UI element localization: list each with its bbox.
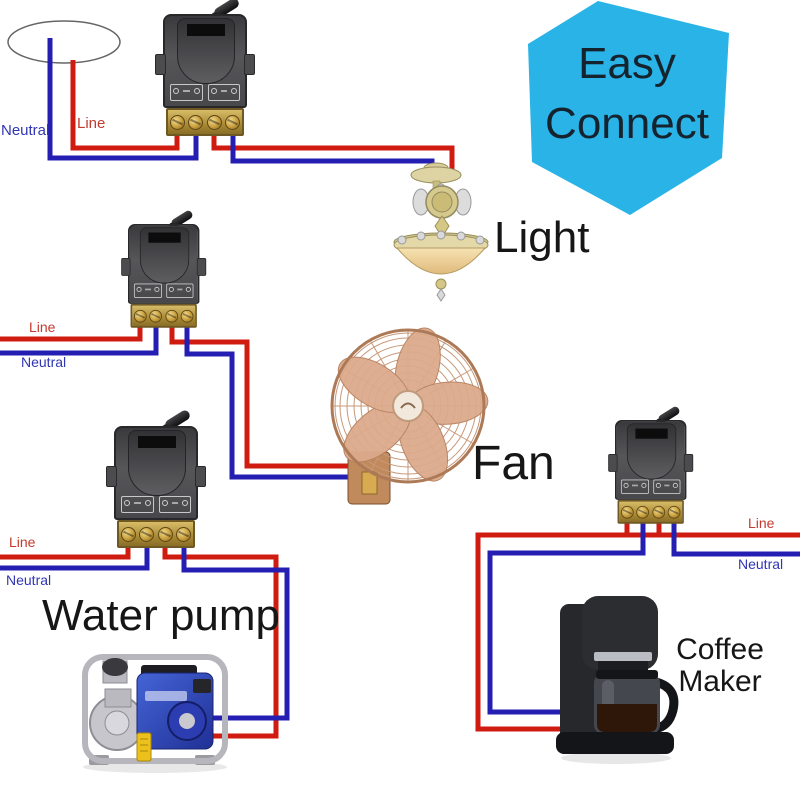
output-label-box — [207, 84, 240, 101]
chandelier-light — [393, 162, 489, 302]
mount-tab — [683, 454, 694, 472]
fan-line-label: Line — [29, 319, 56, 335]
terminal-label-strip — [121, 496, 191, 513]
relay-display — [187, 24, 225, 36]
terminal-screw — [652, 505, 665, 519]
wire-pump-line-out — [162, 534, 279, 739]
relay-body — [106, 426, 206, 520]
relay-display — [138, 436, 176, 448]
wire-coffee-line — [475, 532, 800, 732]
mount-tab — [106, 466, 117, 487]
source-line-label: Line — [77, 115, 106, 132]
fan-graphic — [330, 327, 489, 505]
input-label-box — [121, 496, 154, 513]
relay-module-light — [155, 0, 255, 150]
badge-text: Easy Connect — [518, 34, 736, 154]
source-neutral-label: Neutral — [1, 122, 50, 139]
terminal-label-strip — [170, 84, 240, 101]
wire-fan-neutral-in — [0, 316, 159, 356]
wall-fan — [330, 327, 489, 505]
coffee-neutral-label: Neutral — [738, 556, 784, 572]
input-label-box — [620, 479, 649, 494]
mount-tab — [244, 54, 255, 75]
water-pump-graphic — [82, 654, 228, 773]
terminal-screw — [176, 526, 192, 542]
chandelier-graphic — [393, 162, 489, 302]
terminal-block — [117, 520, 195, 548]
terminal-screw — [149, 309, 163, 323]
terminal-screw — [165, 309, 178, 323]
relay-module-coffee — [608, 405, 694, 536]
terminal-block — [166, 108, 244, 136]
terminal-label-strip — [133, 283, 194, 298]
wire-pump-neutral-out — [181, 534, 290, 721]
terminal-screw — [133, 309, 147, 323]
mount-tab — [155, 54, 166, 75]
easy-connect-badge: Easy Connect — [518, 0, 736, 220]
terminal-screw — [180, 309, 194, 323]
coffee-maker-label-line2: Maker — [678, 665, 762, 699]
coffee-maker-label-line1: Coffee — [676, 633, 764, 666]
coffee-line-label: Line — [748, 515, 775, 531]
relay-display — [635, 428, 668, 439]
terminal-screw — [120, 526, 136, 542]
terminal-screw — [620, 505, 634, 519]
terminal-screw — [225, 114, 241, 130]
water-pump — [82, 654, 228, 773]
terminal-screw — [169, 114, 185, 130]
mount-tab — [196, 258, 207, 276]
relay-display — [148, 232, 181, 243]
coffee-maker — [556, 596, 679, 764]
wire-fan-line-out — [169, 316, 356, 469]
ceiling-rose-ellipse — [7, 20, 121, 64]
mount-tab — [195, 466, 206, 487]
terminal-screw — [206, 114, 222, 130]
wire-coffee-neutral-in — [671, 512, 800, 557]
pump-line-label: Line — [9, 534, 36, 550]
coffee-maker-graphic — [556, 596, 679, 764]
terminal-screw — [157, 526, 173, 542]
relay-body — [608, 420, 694, 500]
terminal-screw — [139, 526, 155, 542]
badge-line1: Easy — [578, 39, 676, 88]
output-label-box — [652, 479, 681, 494]
input-label-box — [133, 283, 162, 298]
terminal-screw — [667, 505, 681, 519]
badge-line2: Connect — [545, 99, 709, 148]
relay-body — [121, 224, 207, 304]
coffee-maker-label: Coffee Maker — [658, 633, 782, 699]
wire-fan-neutral-out — [184, 316, 356, 480]
output-label-box — [165, 283, 194, 298]
light-label: Light — [494, 213, 590, 262]
input-label-box — [170, 84, 203, 101]
terminal-block — [617, 499, 684, 524]
mount-tab — [121, 258, 131, 276]
fan-neutral-label: Neutral — [21, 354, 67, 370]
relay-module-fan — [121, 209, 207, 340]
ceiling-rose — [7, 20, 121, 64]
fan-label: Fan — [472, 437, 555, 490]
relay-body — [155, 14, 255, 108]
relay-dome — [626, 423, 677, 480]
wire-light-neutral-in — [47, 38, 199, 161]
water-pump-label: Water pump — [42, 591, 281, 640]
terminal-label-strip — [620, 479, 681, 494]
terminal-block — [130, 303, 197, 328]
hexagon-shape — [528, 1, 729, 215]
wire-fan-line-in — [0, 316, 143, 342]
terminal-screw — [636, 505, 650, 519]
terminal-screw — [188, 114, 204, 130]
output-label-box — [158, 496, 191, 513]
relay-module-pump — [106, 408, 206, 562]
pump-neutral-label: Neutral — [6, 572, 52, 588]
wire-coffee-neutral-out — [487, 512, 646, 715]
hexagon-polygon — [528, 1, 729, 215]
mount-tab — [608, 454, 618, 472]
